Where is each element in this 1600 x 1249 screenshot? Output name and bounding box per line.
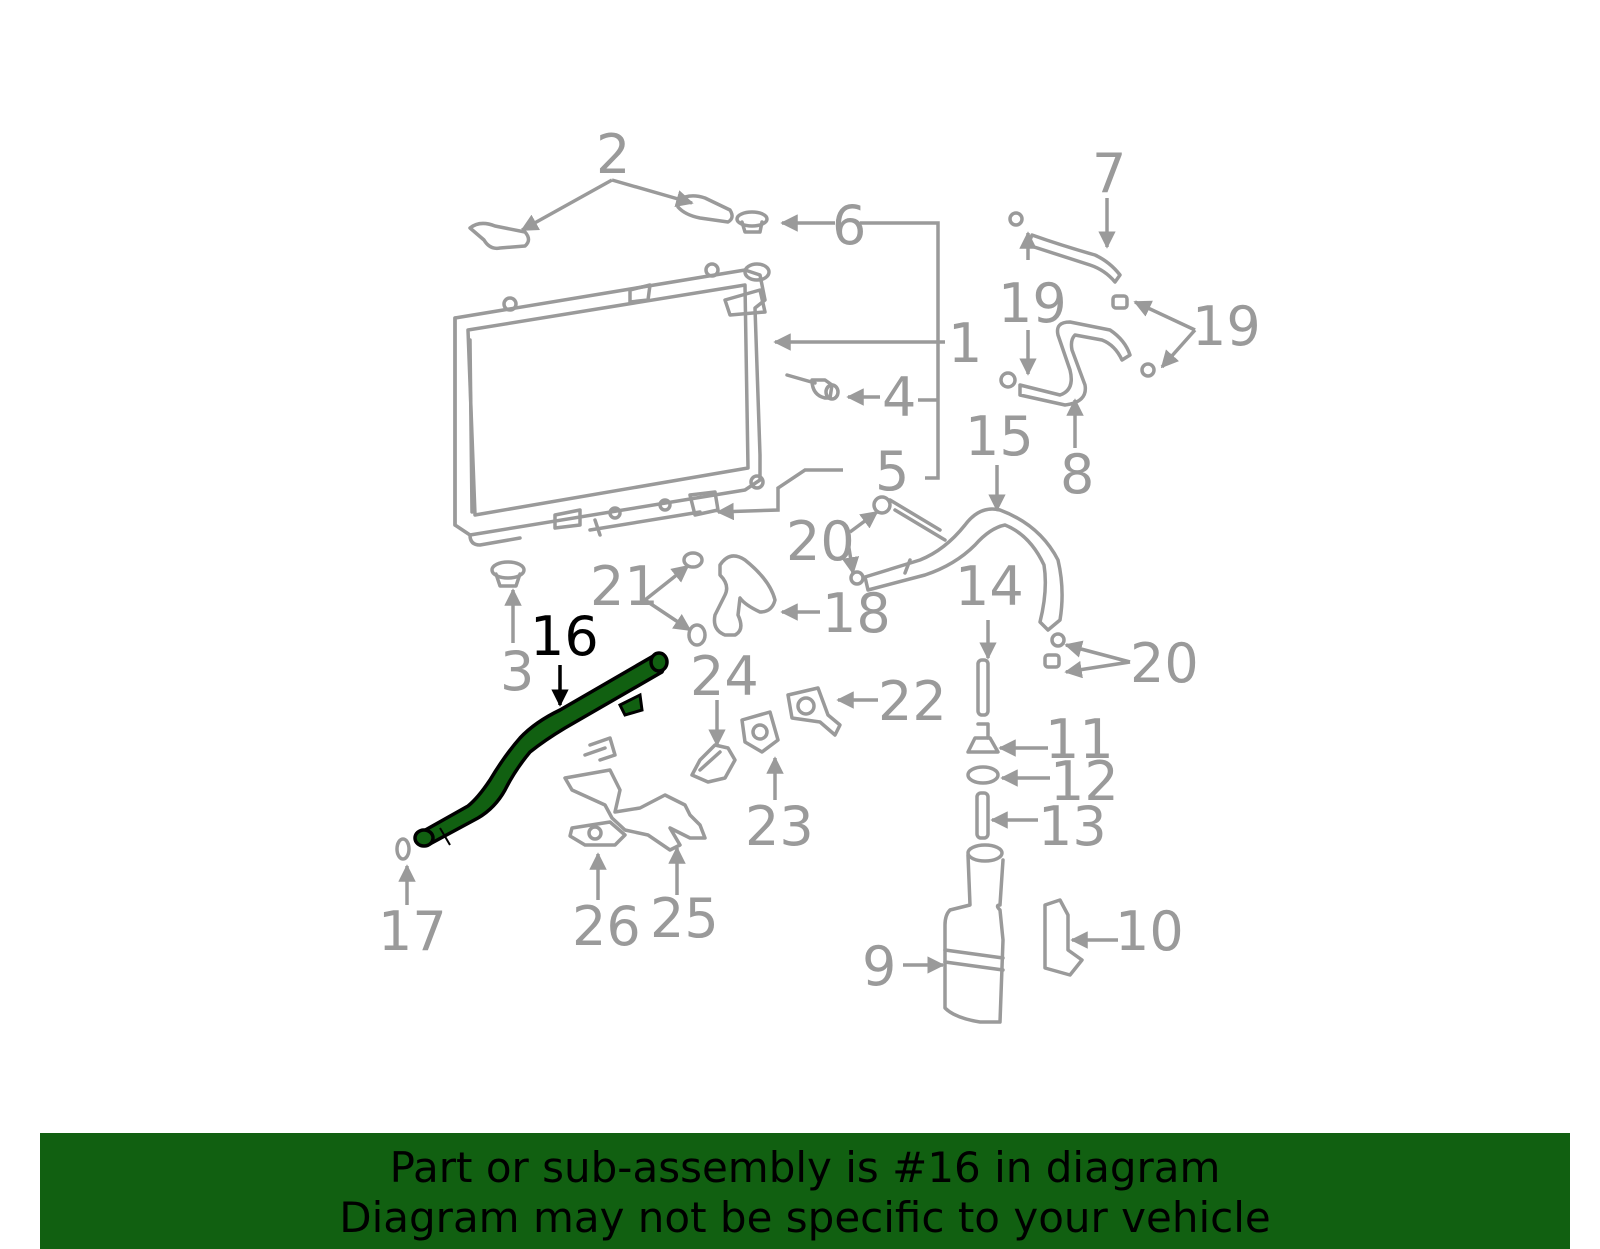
radiator-part: [453, 262, 771, 547]
callout-16: 16: [530, 605, 599, 668]
tube-part-13: [975, 791, 990, 840]
callout-20-left: 20: [786, 510, 855, 573]
callout-5: 5: [875, 440, 909, 503]
clamp-part-20-c: [1050, 632, 1066, 648]
drain-plug-part: [785, 373, 840, 401]
clamp-part-20-d: [1043, 653, 1061, 669]
reservoir-tank-part: [943, 843, 1005, 1024]
thermostat-part: [690, 743, 737, 784]
tube-part-14: [976, 658, 990, 717]
callout-2: 2: [596, 123, 630, 186]
leader-lines: [398, 178, 1197, 974]
clamp-part-20-a: [872, 495, 892, 515]
callout-21: 21: [590, 555, 659, 618]
callout-1: 1: [948, 312, 982, 375]
water-outlet-part: [563, 736, 707, 852]
clamp-part-19-right-a: [1111, 294, 1129, 310]
clamp-part-19-top: [1008, 211, 1024, 227]
housing-part-22: [786, 686, 842, 737]
elbow-hose-part: [712, 554, 777, 637]
callout-23: 23: [745, 795, 814, 858]
banner-line-1: Part or sub-assembly is #16 in diagram: [389, 1143, 1221, 1192]
callout-24: 24: [690, 645, 759, 708]
callout-7: 7: [1092, 142, 1126, 205]
clamp-part-21-b: [687, 623, 707, 647]
washer-part-12: [966, 765, 1000, 785]
callout-14: 14: [955, 555, 1024, 618]
cap-part-11: [966, 722, 1000, 754]
mount-part: [490, 560, 526, 588]
upper-hose-part: [1026, 233, 1122, 284]
clamp-part-19-right-b: [1140, 362, 1156, 378]
callout-9: 9: [862, 935, 896, 998]
callout-8: 8: [1060, 443, 1094, 506]
callout-6: 6: [832, 194, 866, 257]
callout-17: 17: [378, 900, 447, 963]
callout-19-right: 19: [1192, 295, 1261, 358]
callout-19-left: 19: [998, 272, 1067, 335]
callout-11: 11: [1045, 708, 1114, 771]
water-pipe-part-16: [413, 651, 669, 848]
clamp-part-21-a: [682, 551, 704, 569]
o-ring-part-17: [395, 837, 411, 861]
info-banner: Part or sub-assembly is #16 in diagram D…: [40, 1133, 1570, 1249]
gasket-part-26: [568, 820, 627, 847]
clamp-part-19-mid: [999, 371, 1017, 389]
banner-line-2: Diagram may not be specific to your vehi…: [339, 1193, 1271, 1242]
callout-15: 15: [965, 405, 1034, 468]
callout-4: 4: [882, 366, 916, 429]
callout-22: 22: [878, 670, 947, 733]
callout-18: 18: [822, 582, 891, 645]
gasket-part-23: [740, 710, 780, 754]
callout-labels: 2 6 1 4 5 7 19 19 8 15 20 20 21 18 14 16…: [378, 123, 1261, 998]
hose-part-8: [1018, 320, 1132, 407]
bracket-part-left: [468, 221, 531, 251]
callout-3: 3: [500, 640, 534, 703]
lower-hose-part: [863, 498, 1064, 632]
callout-25: 25: [650, 887, 719, 950]
callout-12: 12: [1050, 750, 1119, 813]
callout-20-right: 20: [1130, 632, 1199, 695]
bracket-part-10: [1043, 898, 1084, 977]
radiator-cap-part: [735, 210, 769, 234]
callout-26: 26: [572, 895, 641, 958]
callout-10: 10: [1115, 900, 1184, 963]
callout-13: 13: [1038, 795, 1107, 858]
